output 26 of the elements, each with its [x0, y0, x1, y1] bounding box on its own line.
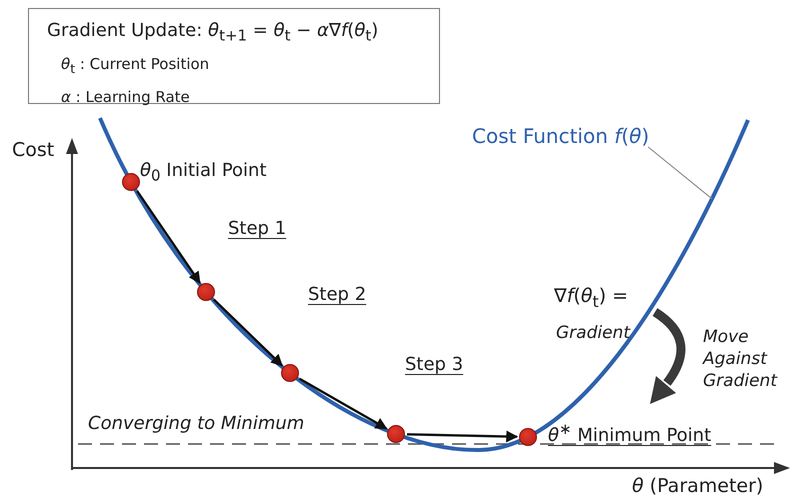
annotation-text: Move Against Gradient: [703, 326, 778, 392]
annotation-text: ∇f(θ$_{t}$) =: [554, 284, 628, 312]
point-label: Step 3: [405, 354, 464, 375]
point-label: Step 1: [228, 218, 286, 239]
point-label: Step 2: [308, 284, 366, 305]
annotation-text: Gradient: [556, 322, 630, 344]
point-marker: [122, 173, 140, 192]
arrow: [136, 190, 201, 284]
point-marker: [281, 364, 299, 382]
arrow: [406, 430, 518, 442]
point-marker: [519, 428, 537, 446]
arrow: [298, 378, 388, 430]
update-formula: Gradient Update: θ$_{t+1}$ = θ$_{t}$ − α∇f(θ$_{t}$): [47, 19, 378, 47]
point-marker: [197, 282, 215, 301]
point-label: θ$_{0}$ Initial Point: [140, 160, 267, 185]
symbol-definition: α : Learning Rate: [61, 86, 190, 108]
point-label: θ$^{∗}$ Minimum Point: [548, 420, 712, 446]
annotation-text: Cost: [12, 138, 54, 163]
formula-box: [28, 8, 440, 104]
curve-label: Cost Function f(θ): [472, 124, 650, 148]
symbol-definition: θ$_{t}$ : Current Position: [61, 54, 210, 78]
annotation-text: Converging to Minimum: [88, 412, 304, 436]
point-marker: [387, 425, 405, 444]
leader-line: [648, 146, 712, 200]
arrow: [213, 298, 283, 366]
annotation-text: θ (Parameter): [632, 474, 764, 499]
